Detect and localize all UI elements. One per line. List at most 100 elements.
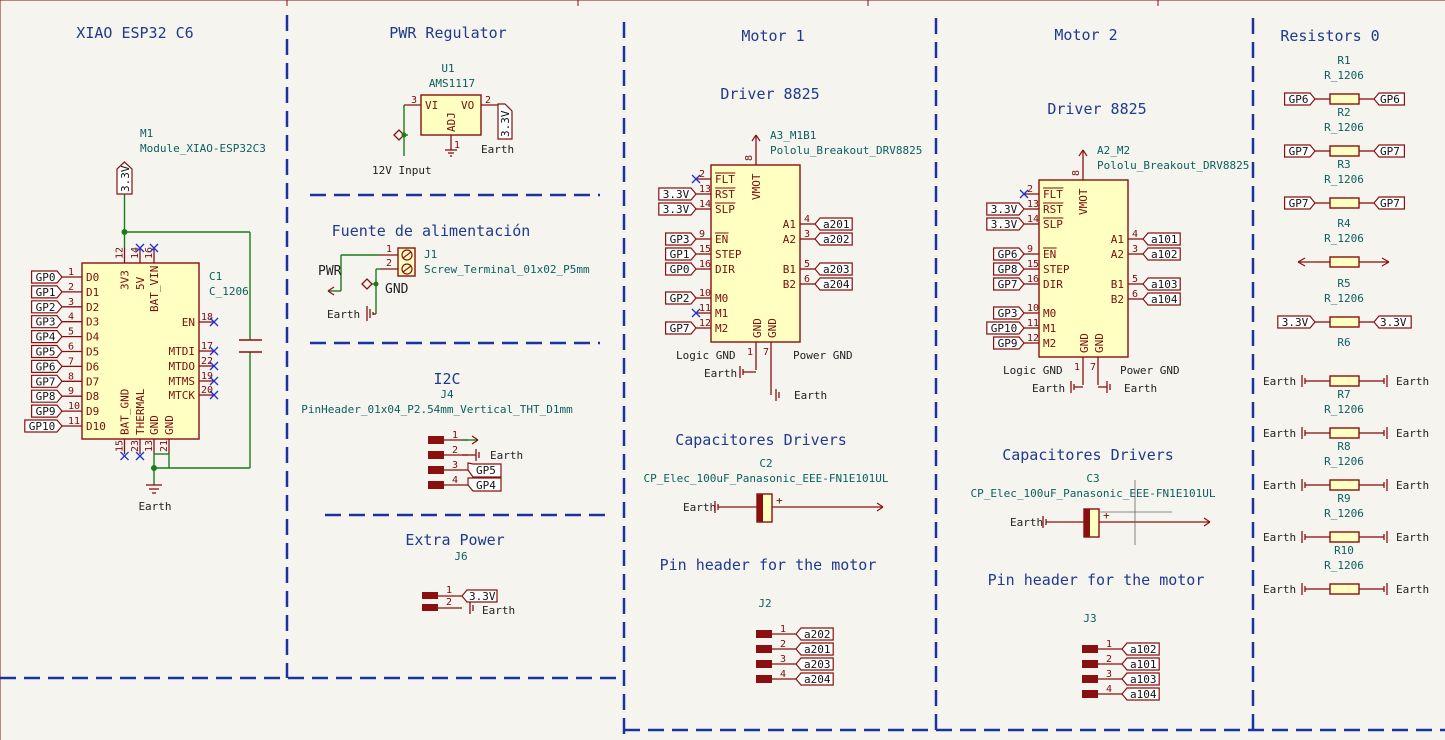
- j6-net1: 3.3V: [469, 590, 496, 603]
- j6-pin2: 2: [446, 597, 452, 608]
- drv1-ref: A3_M1B1: [770, 129, 816, 142]
- m1-pin-num: 9: [68, 386, 74, 397]
- xiao-module-m1[interactable]: M1 Module_XIAO-ESP32C3 D01GP0D12GP1D23GP…: [24, 127, 266, 513]
- drv-net-a203-flag: [814, 262, 853, 276]
- m1-earth-symbol: [146, 484, 162, 494]
- resistor-right-net: GP7: [1380, 197, 1400, 210]
- drv-pin-name: STEP: [1043, 263, 1070, 276]
- drv-net-gp1: GP1: [670, 248, 690, 261]
- screw-terminal-j1[interactable]: 1 2 J1 Screw_Terminal_01x02_P5mm PWR GND…: [318, 244, 590, 321]
- m1-pin-num: 13: [144, 440, 155, 452]
- capacitor-c1[interactable]: C1 C_1206: [209, 270, 262, 353]
- drv-net-a203: a203: [823, 263, 850, 276]
- drv-net-a102: a102: [1151, 248, 1178, 261]
- u1-out-net: 3.3V: [499, 110, 512, 137]
- m1-pin-name: D9: [86, 405, 99, 418]
- j1-pin2: 2: [386, 258, 392, 269]
- regulator-u1[interactable]: U1 AMS1117 VI VO ADJ 3 2 1 3.3V Earth 12…: [372, 62, 514, 177]
- drv-net-3.3v: 3.3V: [663, 188, 690, 201]
- header-pin-num: 3: [780, 654, 786, 665]
- m1-net-gp4-flag: [31, 330, 63, 344]
- c3-ref: C3: [1086, 472, 1099, 485]
- drv-pin-name: EN: [715, 233, 728, 246]
- drv-pin-num: 15: [1027, 259, 1039, 270]
- u1-vi: VI: [425, 99, 438, 112]
- driver-drv8825-2[interactable]: A2_M2 Pololu_Breakout_DRV8825 VMOT 8 FLT…: [986, 144, 1250, 395]
- drv-net-3.3v-flag: [658, 202, 697, 216]
- m1-pin-num: 15: [115, 440, 126, 452]
- m1-net-gp2: GP2: [36, 301, 56, 314]
- m1-pin-num: 1: [68, 267, 74, 278]
- drv-net-a102-flag: [1142, 247, 1181, 261]
- capacitor-c2[interactable]: C2 CP_Elec_100uF_Panasonic_EEE-FN1E101UL…: [643, 457, 889, 523]
- resistor-r4[interactable]: R4R_1206: [1297, 217, 1390, 268]
- drv-net-gp2-flag: [665, 291, 697, 305]
- m1-net-gp10: GP10: [29, 420, 56, 433]
- j4-pin-num: 2: [452, 445, 458, 456]
- m1-net-gp6-flag: [31, 359, 63, 373]
- section-title-driver2: Driver 8825: [1047, 100, 1146, 118]
- resistor-right-earth: Earth: [1396, 583, 1429, 596]
- j6-ref: J6: [454, 550, 467, 563]
- drv-pin-name: M2: [715, 322, 728, 335]
- drv1-vmot-num: 8: [744, 155, 755, 161]
- resistor-left-net: GP7: [1289, 145, 1309, 158]
- header-net-a201: a201: [804, 643, 831, 656]
- m1-pin-num: 21: [159, 440, 170, 452]
- m1-pin-num: 10: [68, 401, 80, 412]
- section-title-extra-power: Extra Power: [405, 531, 504, 549]
- j1-gnd-label: GND: [385, 282, 409, 297]
- drv2-earth-2: Earth: [1124, 382, 1157, 395]
- capacitor-c3[interactable]: C3 CP_Elec_100uF_Panasonic_EEE-FN1E101UL…: [970, 472, 1216, 545]
- u1-vo: VO: [461, 99, 474, 112]
- drv-pin-name: RST: [715, 188, 735, 201]
- drv-pin-num: 11: [1027, 318, 1039, 329]
- resistor-value: R_1206: [1324, 232, 1364, 245]
- drv-net-gp9-flag: [993, 336, 1025, 350]
- drv-pin-name: STEP: [715, 248, 742, 261]
- drv-pin-num: 6: [804, 274, 810, 285]
- m1-net-gp5: GP5: [36, 346, 56, 359]
- m1-pin-num: 11: [68, 416, 80, 427]
- section-title-resistors: Resistors 0: [1280, 27, 1379, 45]
- m1-net-gp3-flag: [31, 315, 63, 329]
- drv-pin-name: B1: [1111, 278, 1124, 291]
- drv-net-a201-flag: [814, 217, 853, 231]
- drv-pin-name: DIR: [715, 263, 735, 276]
- m1-pin-name: MTCK: [169, 389, 196, 402]
- m1-pin-name: MTMS: [169, 375, 196, 388]
- m1-pin-name: D10: [86, 420, 106, 433]
- resistor-right-net: GP7: [1380, 145, 1400, 158]
- section-title-pwr: PWR Regulator: [389, 24, 506, 42]
- drv-pin-num: 2: [1027, 184, 1033, 195]
- j4-pin-num: 1: [452, 430, 458, 441]
- drv-pin-name: EN: [1043, 248, 1056, 261]
- m1-pin-num: 23: [130, 440, 141, 452]
- drv-net-gp0-flag: [665, 262, 697, 276]
- drv-net-gp7-flag: [993, 277, 1025, 291]
- pin-header-j6[interactable]: J6 1 2 3.3V Earth: [422, 550, 515, 617]
- header-net-a102: a102: [1130, 643, 1157, 656]
- drv-pin-name: M1: [715, 307, 728, 320]
- m1-pin-name: MTDI: [169, 345, 196, 358]
- resistor-body: [1329, 93, 1360, 105]
- driver-drv8825-1[interactable]: A3_M1B1 Pololu_Breakout_DRV8825 VMOT 8 F…: [658, 129, 923, 402]
- pin-header-j4[interactable]: J4 PinHeader_01x04_P2.54mm_Vertical_THT_…: [301, 388, 573, 492]
- drv-net-gp2: GP2: [670, 292, 690, 305]
- m1-pin-num: 17: [201, 341, 213, 352]
- drv1-gnd1: GND: [751, 318, 764, 338]
- drv2-earth-1: Earth: [1032, 382, 1065, 395]
